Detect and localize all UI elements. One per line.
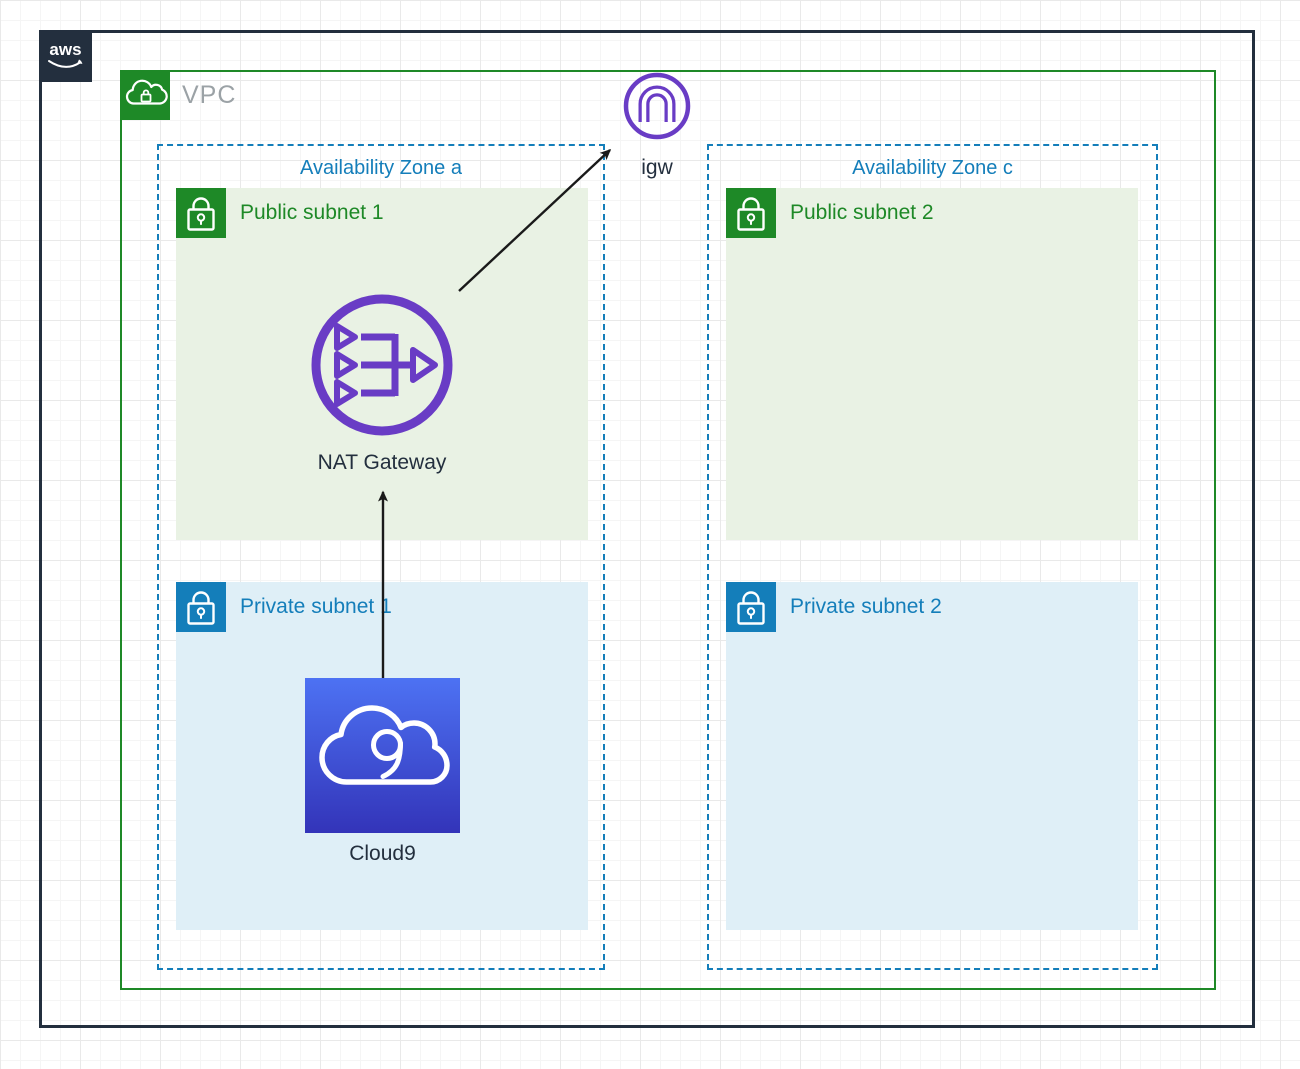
internet-gateway-label: igw [641, 156, 673, 179]
public-subnet-lock-icon [726, 188, 776, 238]
public-subnet-1-label: Public subnet 1 [240, 201, 384, 224]
nat-gateway-icon [307, 290, 457, 440]
aws-logo-text: aws [49, 40, 81, 59]
internet-gateway-icon [622, 71, 692, 141]
public-subnet-2: Public subnet 2 [726, 188, 1138, 540]
vpc-icon [120, 70, 170, 120]
vpc-cloud-glyph [125, 79, 168, 105]
aws-logo: aws [39, 30, 92, 82]
public-subnet-lock-icon [176, 188, 226, 238]
cloud9-icon [305, 678, 460, 833]
cloud9-label: Cloud9 [349, 842, 416, 865]
aws-smile-swoosh [48, 60, 81, 68]
aws-logo-icon: aws [48, 40, 83, 68]
vpc-lock-body [140, 93, 152, 103]
private-subnet-1-label: Private subnet 1 [240, 595, 392, 618]
public-subnet-2-label: Public subnet 2 [790, 201, 934, 224]
private-subnet-lock-icon [726, 582, 776, 632]
aws-smile-arrow [77, 59, 83, 64]
availability-zone-c-label: Availability Zone c [852, 157, 1013, 179]
availability-zone-a-label: Availability Zone a [300, 157, 462, 179]
private-subnet-lock-icon [176, 582, 226, 632]
private-subnet-2: Private subnet 2 [726, 582, 1138, 930]
private-subnet-2-label: Private subnet 2 [790, 595, 942, 618]
cloud9-digit-tail [380, 740, 403, 779]
vpc-lock-shackle [142, 89, 150, 95]
availability-zone-a: Availability Zone a [157, 144, 605, 970]
aws-cloud-border [39, 30, 1255, 1028]
vpc-label: VPC [182, 81, 237, 109]
cloud9-cloud-glyph [319, 705, 450, 785]
vpc-boundary [120, 70, 1216, 990]
availability-zone-c: Availability Zone c [707, 144, 1158, 970]
nat-gateway-label: NAT Gateway [317, 451, 447, 474]
